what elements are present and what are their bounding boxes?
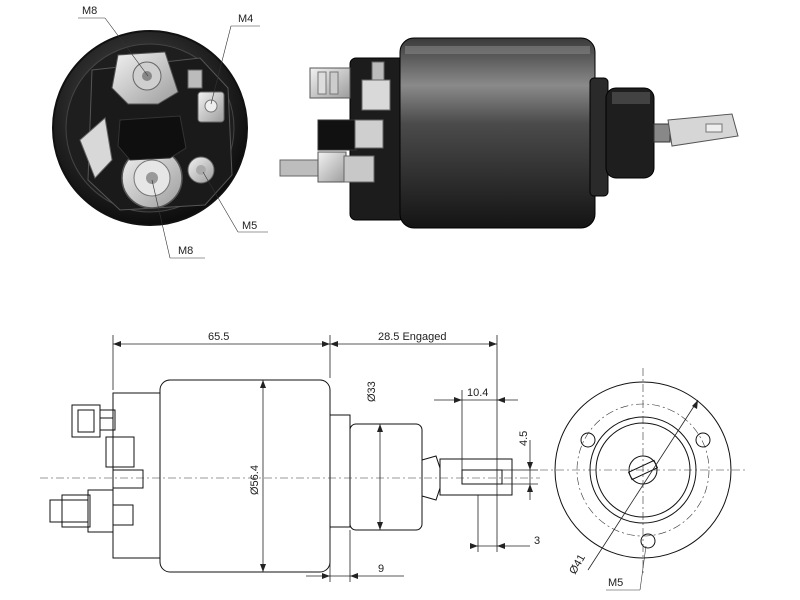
- callout-m4-label: M4: [238, 13, 253, 25]
- label-mount-thread: M5: [608, 577, 623, 589]
- dim-bolt-circle: Ø41: [567, 552, 588, 576]
- callout-m8-bottom-label: M8: [178, 245, 193, 257]
- dim-tab-offset: 3: [534, 535, 540, 547]
- callout-top-right: M4: [210, 13, 260, 105]
- dim-stroke: 28.5 Engaged: [378, 331, 447, 343]
- callout-bottom-right: M5: [202, 171, 268, 233]
- solenoid-side-photo: [279, 37, 739, 229]
- callout-m5-label: M5: [242, 220, 257, 232]
- dim-boss-length: 9: [378, 563, 384, 575]
- dim-tab-length: 10.4: [467, 387, 488, 399]
- dim-body-diameter: Ø56.4: [249, 465, 261, 495]
- solenoid-end-photo: [52, 30, 248, 226]
- callout-bottom-left: M8: [151, 179, 205, 259]
- callout-m8-top-label: M8: [82, 5, 97, 17]
- end-view-drawing: Ø41 M5: [540, 368, 746, 591]
- dim-body-length: 65.5: [208, 331, 229, 343]
- callout-top-left: M8: [78, 5, 149, 77]
- dim-boss-diameter: Ø33: [366, 381, 378, 402]
- dim-tab-height: 4.5: [518, 431, 530, 446]
- side-view-drawing: 65.5 28.5 Engaged Ø56.4 Ø33 10.4 4.5: [40, 331, 540, 582]
